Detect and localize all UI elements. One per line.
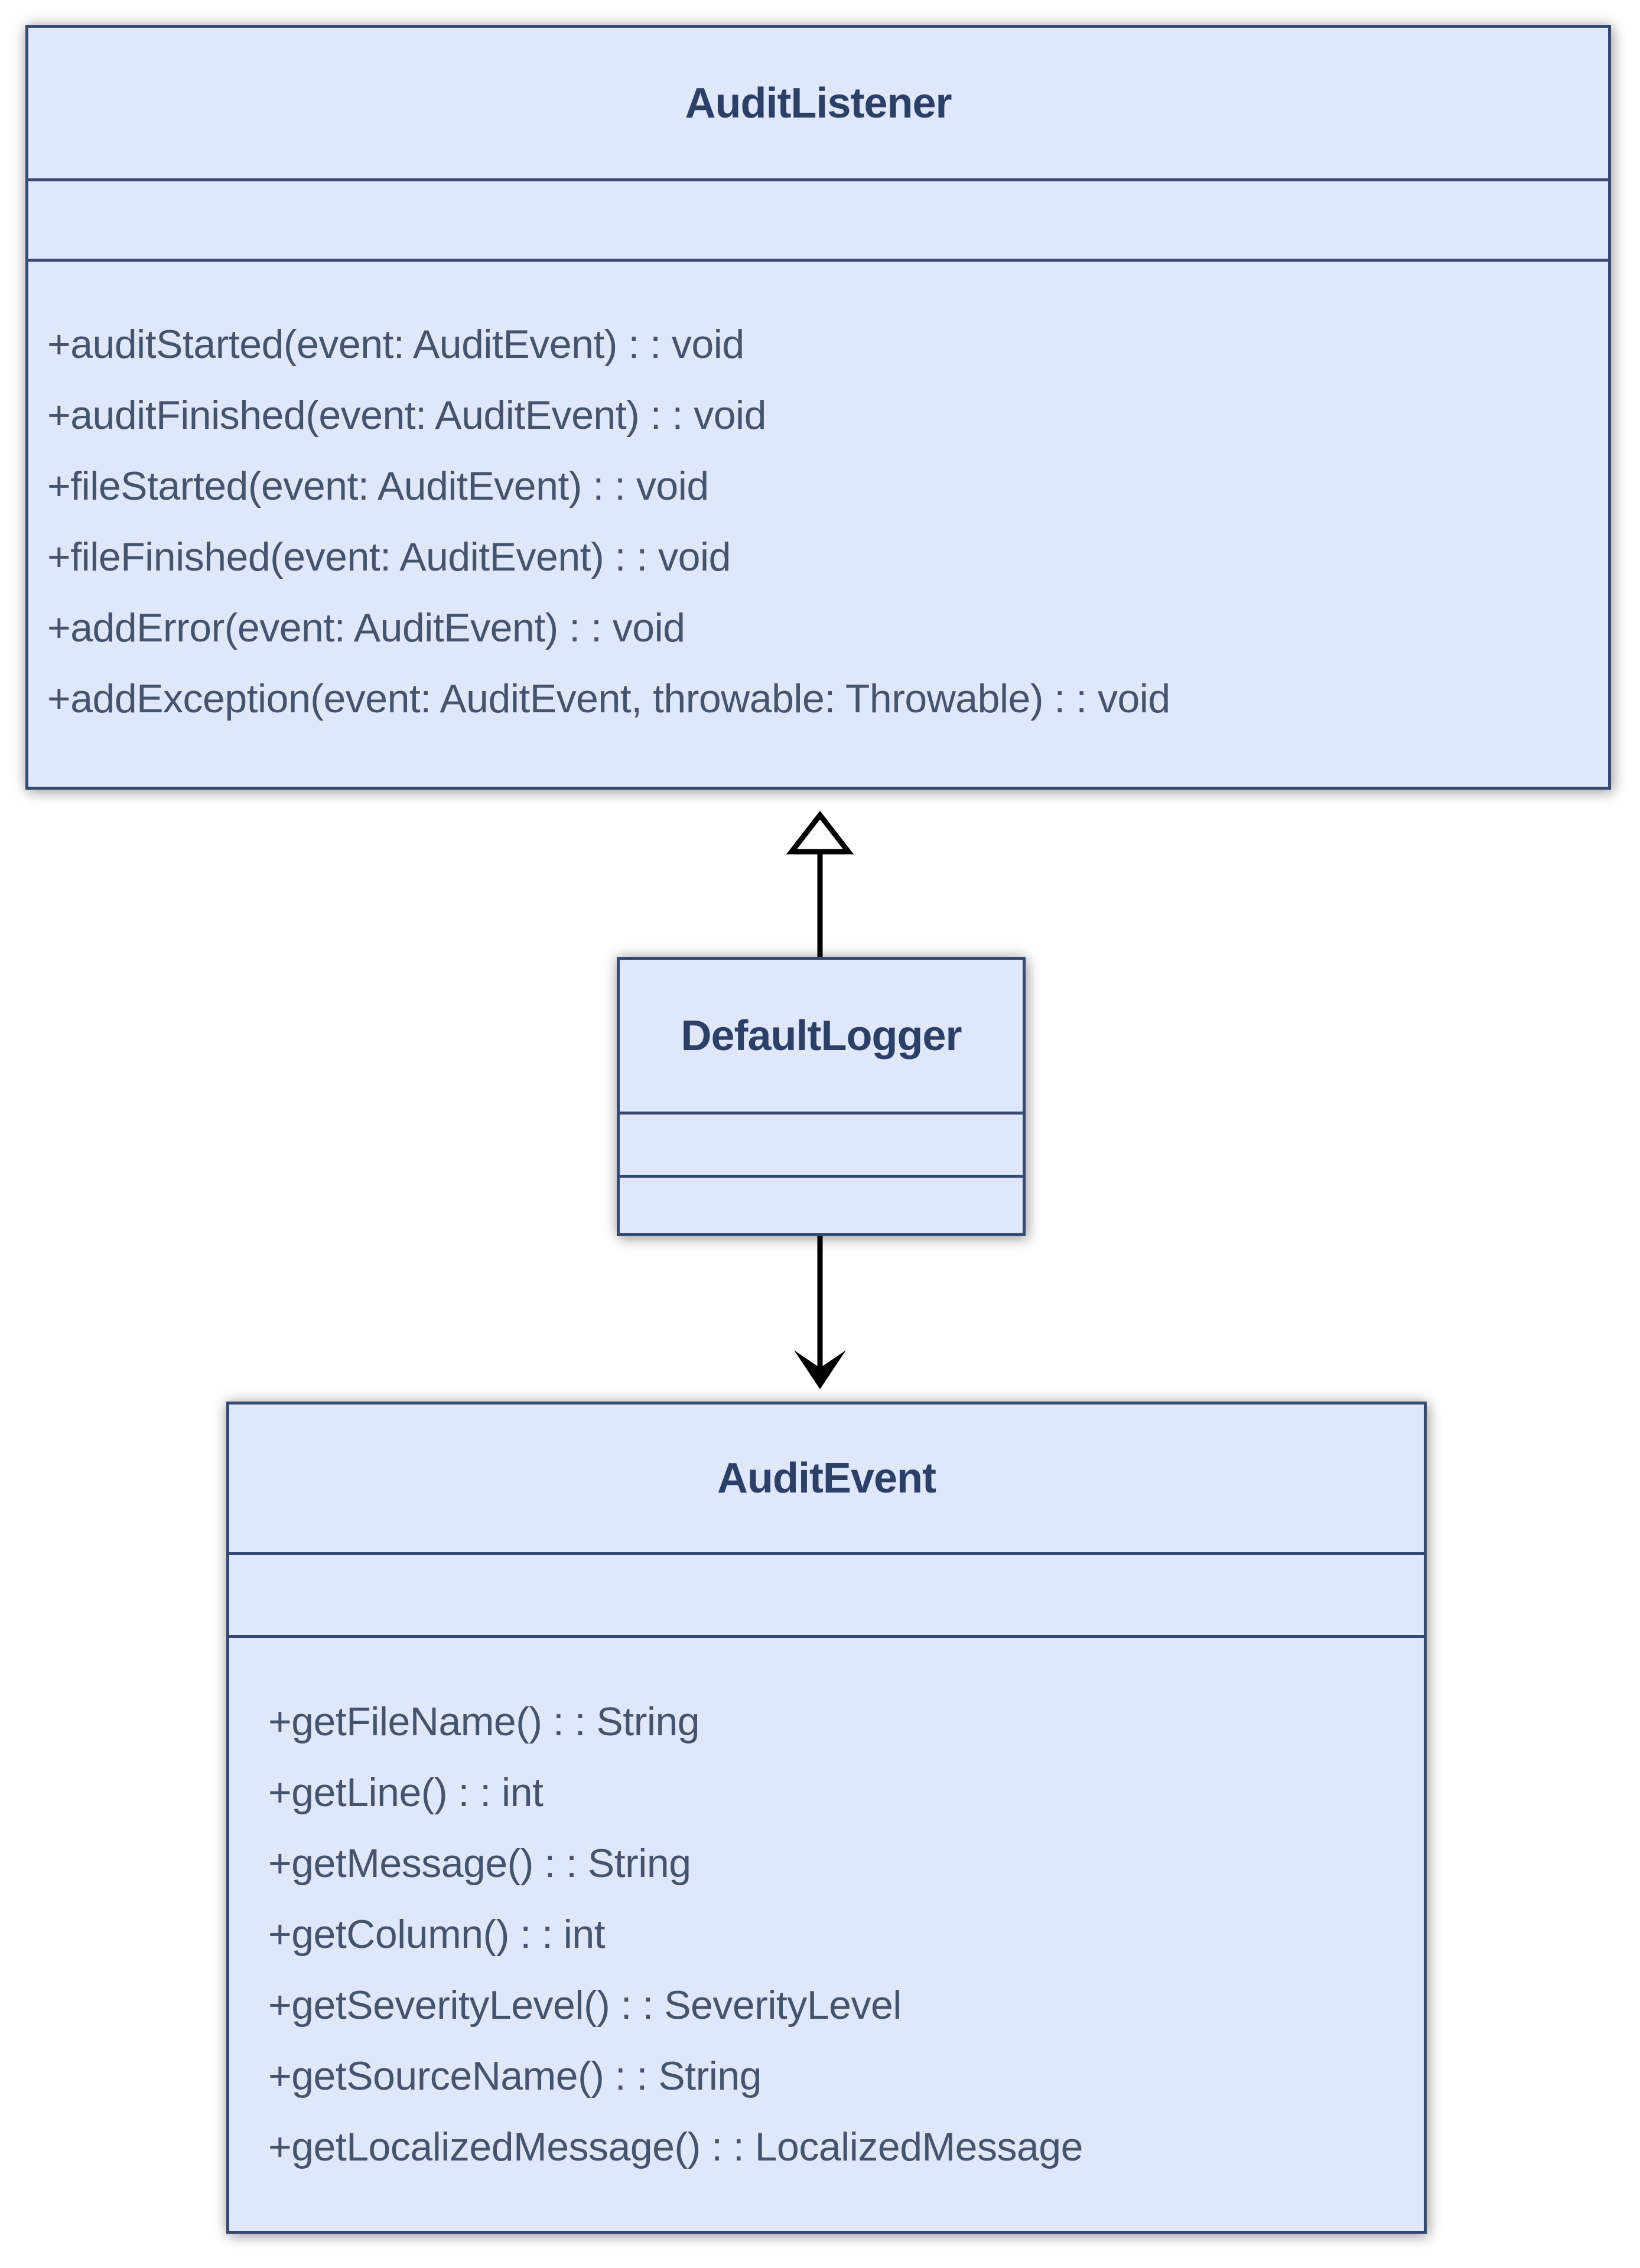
methods-compartment: +auditStarted(event: AuditEvent) : : voi… <box>28 262 1608 787</box>
method-item: +getSourceName() : : String <box>268 2054 762 2098</box>
attributes-compartment <box>229 1555 1424 1638</box>
method-item: +getSeverityLevel() : : SeverityLevel <box>268 1983 902 2028</box>
method-item: +getLocalizedMessage() : : LocalizedMess… <box>268 2124 1083 2169</box>
realization-arrow <box>786 810 854 957</box>
attributes-compartment <box>28 181 1608 262</box>
method-item: +addError(event: AuditEvent) : : void <box>47 605 685 650</box>
method-item: +getMessage() : : String <box>268 1841 691 1886</box>
attributes-compartment <box>620 1115 1023 1178</box>
method-item: +auditStarted(event: AuditEvent) : : voi… <box>47 322 744 367</box>
method-item: +addException(event: AuditEvent, throwab… <box>47 676 1170 721</box>
method-item: +fileStarted(event: AuditEvent) : : void <box>47 464 709 509</box>
method-item: +getLine() : : int <box>268 1770 544 1815</box>
method-item: +getColumn() : : int <box>268 1912 606 1957</box>
method-item: +auditFinished(event: AuditEvent) : : vo… <box>47 393 766 438</box>
class-title: AuditEvent <box>229 1405 1424 1555</box>
method-item: +fileFinished(event: AuditEvent) : : voi… <box>47 535 731 579</box>
class-box-auditlistener: AuditListener +auditStarted(event: Audit… <box>25 25 1611 790</box>
class-box-auditevent: AuditEvent +getFileName() : : String +ge… <box>226 1402 1427 2234</box>
class-box-defaultlogger: DefaultLogger <box>617 957 1026 1236</box>
class-title: AuditListener <box>28 28 1608 181</box>
methods-compartment <box>620 1178 1023 1233</box>
method-item: +getFileName() : : String <box>268 1699 700 1744</box>
stealth-arrowhead-icon <box>794 1350 846 1389</box>
association-arrow <box>794 1236 846 1389</box>
class-title: DefaultLogger <box>620 960 1023 1115</box>
methods-compartment: +getFileName() : : String +getLine() : :… <box>229 1638 1424 2231</box>
hollow-triangle-arrowhead-icon <box>786 810 854 855</box>
